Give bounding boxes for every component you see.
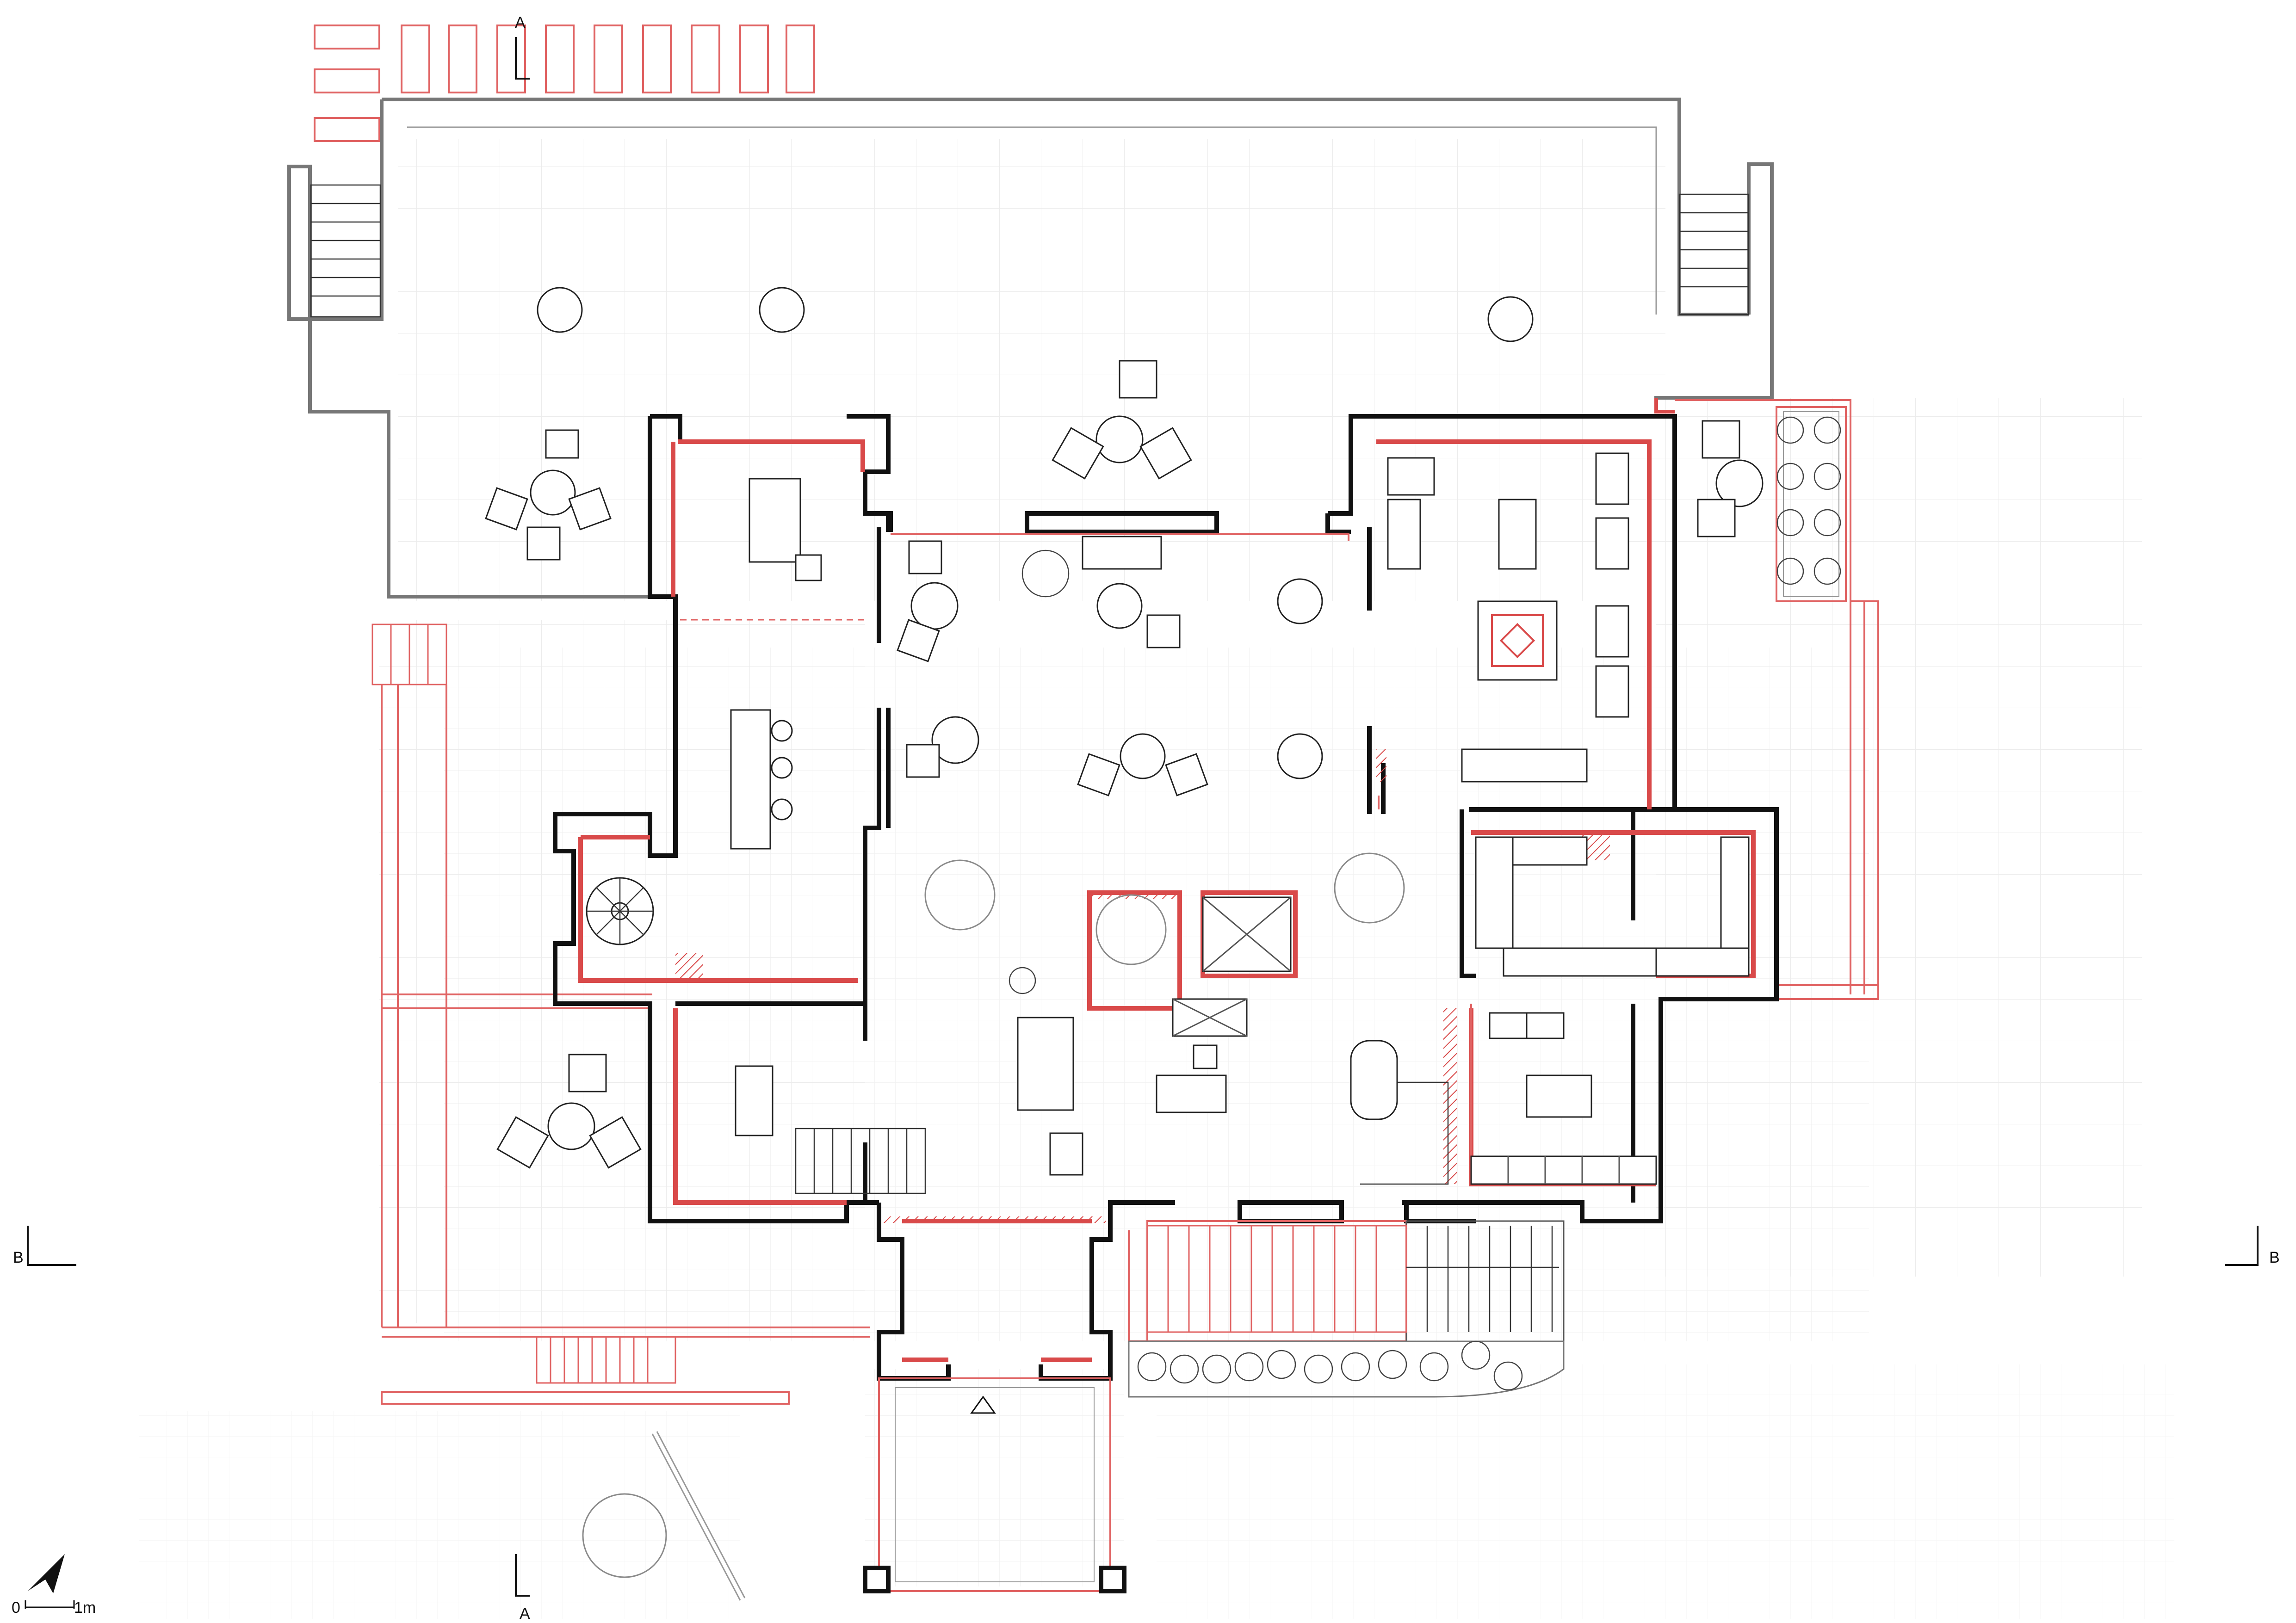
lower-right-rooms (1470, 836, 1750, 1185)
spiral-stair (586, 877, 654, 945)
scale-bar-end: 1m (74, 1599, 96, 1617)
parking-bays (314, 25, 815, 142)
terrace-stairs (310, 184, 1750, 318)
east-terrace (1675, 399, 1879, 1000)
scale-bar (25, 1600, 75, 1609)
section-label-a-top: A (515, 14, 526, 31)
section-label-a-bottom: A (520, 1605, 530, 1623)
accessible-turning-circles (582, 852, 1405, 1578)
north-arrow-icon (28, 1554, 65, 1593)
entrance-triangle-icon (970, 1395, 996, 1414)
section-label-b-right: B (2269, 1249, 2280, 1266)
scale-bar-start: 0 (12, 1599, 20, 1617)
tables-and-chairs (485, 287, 1764, 1176)
entrance (651, 1395, 1126, 1601)
paving-grid (139, 139, 2174, 1619)
main-stairs (795, 1040, 1559, 1333)
hatched-walls (675, 749, 1610, 1223)
section-markers (27, 37, 2259, 1597)
planters (1009, 416, 1841, 1398)
west-terrace (371, 623, 870, 1405)
building-walls (553, 414, 1779, 1381)
section-label-b-left: B (13, 1249, 24, 1266)
